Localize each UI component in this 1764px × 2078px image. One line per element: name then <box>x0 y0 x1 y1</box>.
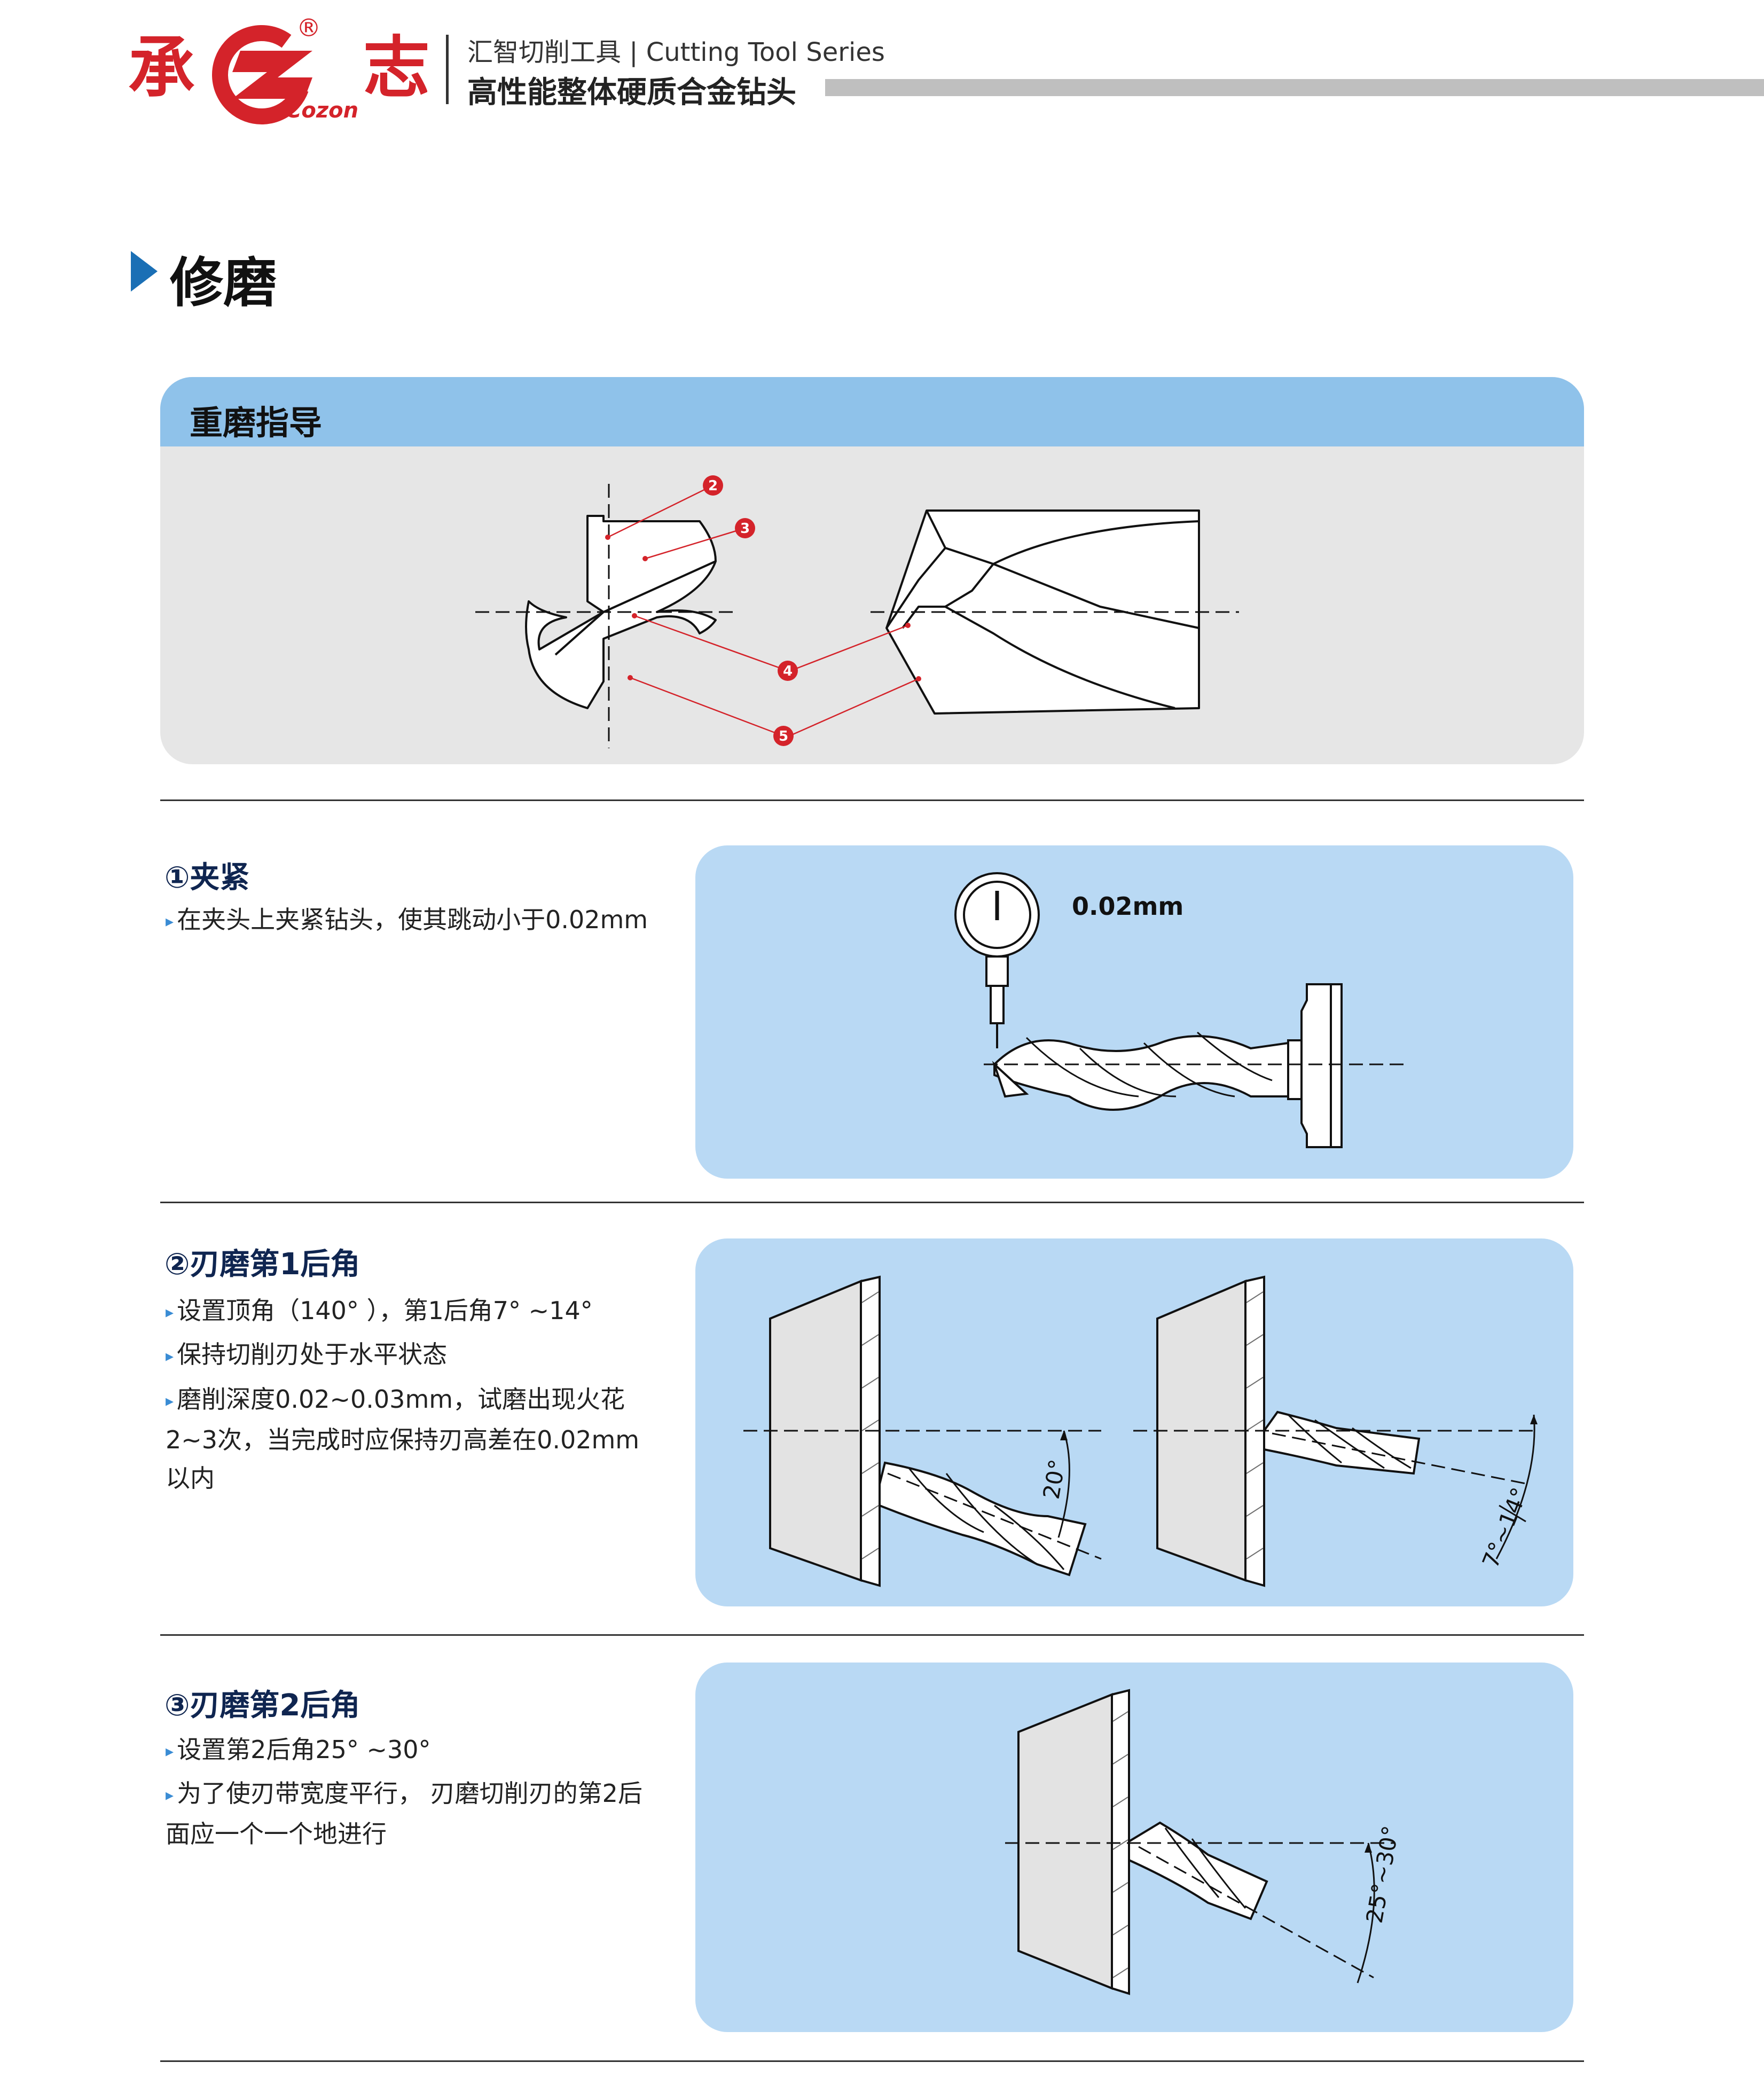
marker-4 <box>778 661 798 681</box>
step-2-bullet-1: ▸设置顶角（140° ），第1后角7° ~14° <box>166 1296 593 1325</box>
step-2-bullet-2: ▸保持切削刃处于水平状态 <box>166 1340 448 1369</box>
step-2-bullet-3: ▸磨削深度0.02~0.03mm，试磨出现火花2~3次，当完成时应保持刃高差在0… <box>166 1385 640 1493</box>
header-divider <box>446 35 449 104</box>
logo-registered-mark: ® <box>296 13 321 42</box>
bullet-arrow-icon: ▸ <box>166 1303 174 1322</box>
angle-7-14-label: 7°~14° <box>1477 1484 1533 1571</box>
marker-4-label: 4 <box>783 663 793 679</box>
step-3-title: ③刃磨第2后角 <box>164 1688 360 1723</box>
marker-2 <box>703 475 723 496</box>
step-2-title: ②刃磨第1后角 <box>164 1247 360 1282</box>
clamp-figure-panel: 0.02mm <box>695 845 1573 1179</box>
drill-point-diagram: 2 3 4 5 <box>475 475 1239 748</box>
brand-logo: 承 ® Cozon 志 <box>128 11 430 128</box>
marker-2-label: 2 <box>708 478 718 494</box>
guide-header <box>160 377 1584 446</box>
divider-line <box>160 2060 1584 2062</box>
regrind-guide-box: 重磨指导 <box>160 377 1584 764</box>
first-clearance-figure-panel: 20° 7°~14° <box>695 1238 1573 1606</box>
step-1-title: ①夹紧 <box>164 860 250 895</box>
section-arrow-icon <box>131 251 158 292</box>
logo-right-char: 志 <box>363 29 427 107</box>
step-1-bullet: ▸在夹头上夹紧钻头，使其跳动小于0.02mm <box>166 905 648 934</box>
divider-line <box>160 799 1584 801</box>
product-title: 高性能整体硬质合金钻头 <box>467 75 796 110</box>
section-title: 修磨 <box>170 252 277 314</box>
step-3-bullet-1: ▸设置第2后角25° ~30° <box>166 1735 431 1764</box>
guide-title: 重磨指导 <box>190 403 323 442</box>
logo-sub: Cozon <box>286 98 358 123</box>
logo-left-char: 承 <box>128 29 195 107</box>
angle-25-30-label: 25°~30° <box>1361 1824 1404 1925</box>
step-3-bullet-2: ▸为了使刃带宽度平行， 刃磨切削刃的第2后面应一个一个地进行 <box>166 1779 642 1848</box>
bullet-arrow-icon: ▸ <box>166 1346 174 1366</box>
series-label: 汇智切削工具 | Cutting Tool Series <box>467 37 885 67</box>
marker-3-label: 3 <box>740 521 750 537</box>
second-clearance-figure-panel: 25°~30° <box>695 1663 1573 2032</box>
divider-line <box>160 1202 1584 1203</box>
header-bar <box>825 79 1764 96</box>
marker-5 <box>773 726 794 746</box>
angle-20-label: 20° <box>1038 1457 1071 1501</box>
runout-label: 0.02mm <box>1072 892 1183 921</box>
bullet-arrow-icon: ▸ <box>166 1742 174 1761</box>
bullet-arrow-icon: ▸ <box>166 1391 174 1410</box>
marker-3 <box>735 518 755 538</box>
bullet-arrow-icon: ▸ <box>166 1785 174 1805</box>
divider-line <box>160 1634 1584 1636</box>
marker-5-label: 5 <box>779 728 788 744</box>
bullet-arrow-icon: ▸ <box>166 912 174 931</box>
